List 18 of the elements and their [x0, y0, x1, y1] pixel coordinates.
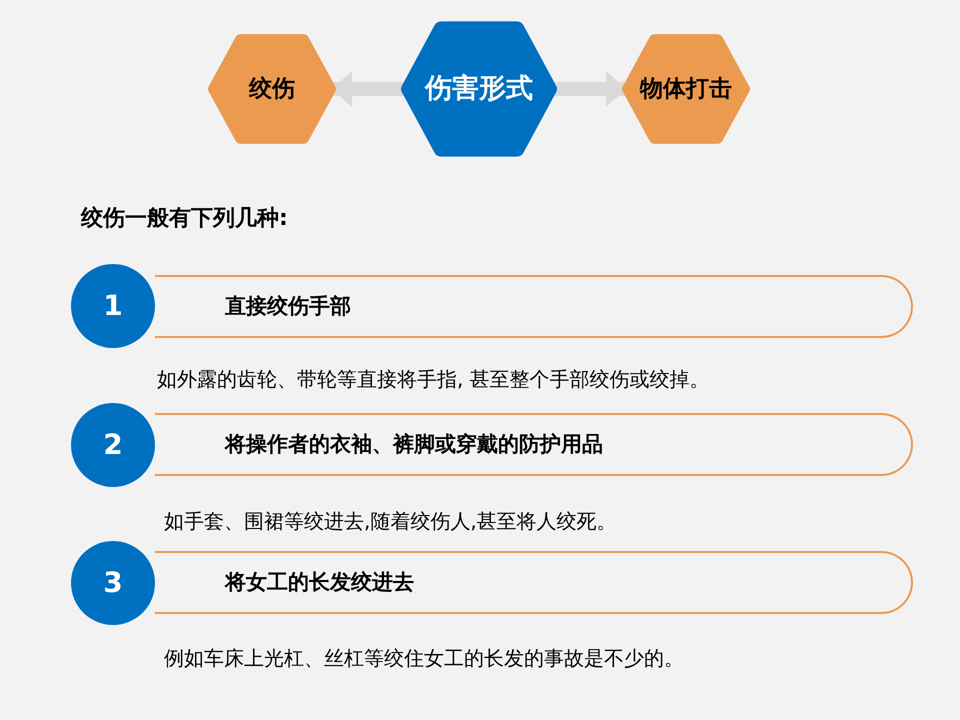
node-label: 绞伤	[249, 74, 295, 104]
item-heading: 将操作者的衣袖、裤脚或穿戴的防护用品	[225, 430, 603, 458]
hexagon-node	[622, 33, 750, 145]
node-label: 伤害形式	[425, 72, 533, 106]
description-text: 如外露的齿轮、带轮等直接将手指, 甚至整个手部绞伤或绞掉。	[157, 366, 710, 393]
section-heading: 绞伤一般有下列几种:	[81, 205, 288, 233]
list-item-pill	[155, 551, 913, 614]
item-heading: 直接绞伤手部	[225, 292, 351, 320]
list-item-pill	[155, 413, 913, 476]
item-heading: 将女工的长发绞进去	[225, 568, 414, 596]
description-text: 如手套、围裙等绞进去,随着绞伤人,甚至将人绞死。	[164, 508, 617, 535]
hexagon-node	[401, 20, 557, 158]
block-arrow	[332, 71, 405, 107]
block-arrow	[553, 71, 626, 107]
hexagon-node	[208, 33, 336, 145]
list-item-pill	[155, 275, 913, 338]
node-label: 物体打击	[640, 74, 732, 104]
description-text: 例如车床上光杠、丝杠等绞住女工的长发的事故是不少的。	[164, 645, 684, 672]
